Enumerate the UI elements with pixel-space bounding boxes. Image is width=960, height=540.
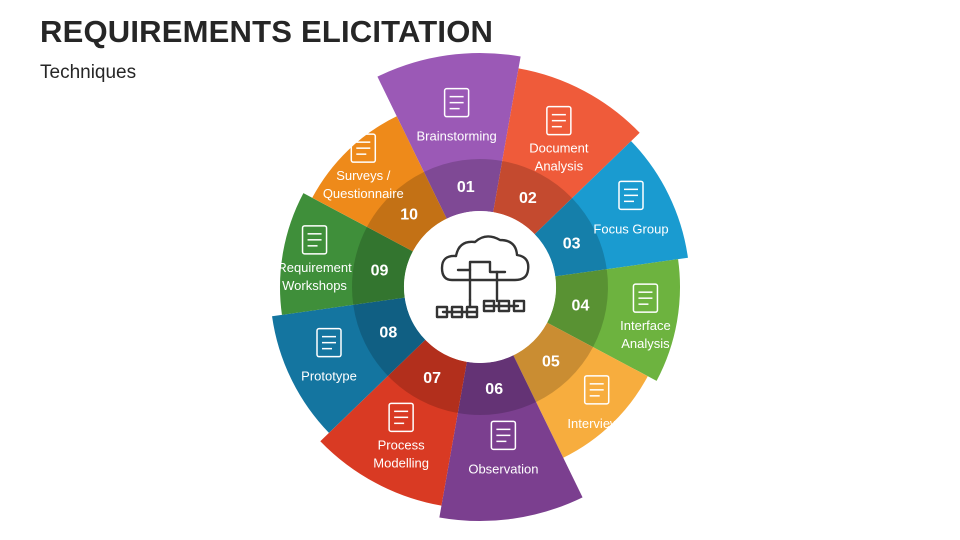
segment-shape	[320, 339, 467, 506]
segment-number: 03	[563, 235, 581, 252]
segment-10: 10 Surveys / Questionnaire	[312, 116, 447, 252]
segment-number: 08	[379, 325, 397, 342]
segment-number: 10	[400, 207, 418, 224]
segment-label: Prototype	[301, 369, 357, 384]
segment-label: Focus Group	[593, 221, 668, 236]
segment-shape	[280, 193, 413, 315]
segment-shape	[534, 141, 688, 277]
segment-number: 05	[542, 353, 560, 370]
segment-label-line: Requirement	[277, 260, 352, 275]
segment-label: Observation	[468, 461, 538, 476]
segment-label-line: Interface	[620, 318, 671, 333]
segment-label-line: Modelling	[373, 455, 429, 470]
segment-shape	[312, 116, 447, 252]
segment-label-line: Analysis	[621, 336, 670, 351]
segment-label-line: Questionnaire	[323, 186, 404, 201]
segment-label: Interviews	[567, 416, 626, 431]
segment-shape	[547, 259, 680, 381]
segment-shape	[439, 355, 583, 522]
segment-number: 09	[371, 262, 389, 279]
segment-inner-band	[353, 297, 426, 376]
segment-shape	[377, 53, 521, 219]
segment-shape	[272, 297, 426, 433]
page-title: REQUIREMENTS ELICITATION	[40, 14, 494, 49]
segment-01: 01 Brainstorming	[377, 53, 521, 219]
segment-inner-band	[513, 322, 594, 403]
segment-number: 06	[485, 381, 503, 398]
cloud-network-icon	[435, 235, 530, 319]
segment-label-line: Observation	[468, 461, 538, 476]
segment-inner-band	[457, 355, 537, 415]
segment-label-line: Workshops	[282, 278, 347, 293]
segment-shape	[493, 68, 640, 235]
page-subtitle: Techniques	[40, 62, 137, 83]
segment-label-line: Brainstorming	[417, 129, 497, 144]
segment-label-line: Document	[529, 141, 589, 156]
segment-inner-band	[547, 269, 608, 348]
segment-inner-band	[493, 160, 573, 235]
segment-label: Surveys / Questionnaire	[323, 168, 404, 201]
segment-label-line: Process	[378, 437, 425, 452]
segment-inner-band	[387, 339, 467, 414]
center-hub	[404, 211, 556, 363]
segment-label-line: Focus Group	[593, 221, 668, 236]
segment-inner-band	[534, 198, 607, 277]
segment-number: 02	[519, 190, 537, 207]
segment-number: 01	[457, 179, 475, 196]
segment-shape	[513, 322, 648, 458]
segment-inner-band	[423, 159, 503, 219]
segment-label-line: Interviews	[567, 416, 626, 431]
segment-label: Brainstorming	[417, 129, 497, 144]
segment-number: 07	[423, 370, 441, 387]
segment-03: 03 Focus Group	[534, 141, 688, 277]
segment-number: 04	[572, 298, 590, 315]
segment-inner-band	[352, 226, 413, 305]
segment-label-line: Prototype	[301, 369, 357, 384]
segment-inner-band	[366, 171, 447, 252]
segment-label-line: Surveys /	[336, 168, 391, 183]
segment-label-line: Analysis	[535, 159, 584, 174]
